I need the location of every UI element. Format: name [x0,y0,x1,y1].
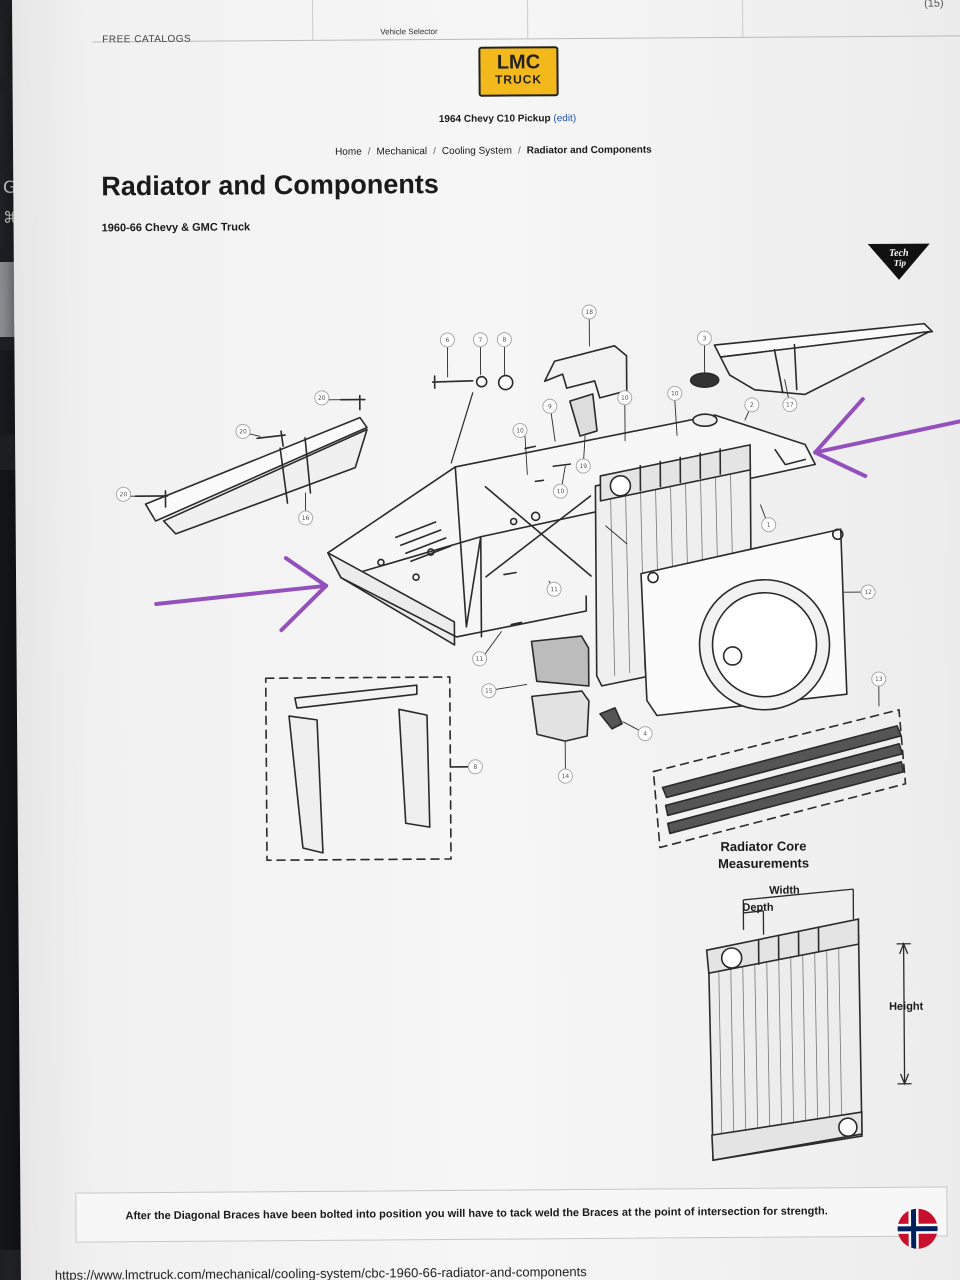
callout-bubbles: 6 7 8 18 3 10 2 17 20 20 20 16 10 9 10 1… [115,304,887,784]
callout-bubble: 8 [496,332,512,348]
tech-tip-badge[interactable]: Tech Tip [867,242,930,282]
callout-bubble: 11 [472,651,488,667]
annotation-arrowhead-left [279,556,329,633]
callout-bubble: 20 [235,423,251,439]
callout-bubble: 19 [575,458,591,474]
radiator-cap [689,372,720,427]
callout-bubble: 10 [667,385,683,401]
norway-flag-icon[interactable] [896,1208,938,1250]
callout-bubble: 14 [557,768,573,784]
annotation-arrow-right [813,419,960,455]
callout-bubble: 7 [472,332,488,348]
callout-number: 19 [579,463,587,470]
purple-annotation-arrows [154,397,960,633]
annotation-arrow-left [154,583,329,607]
callout-number: 6 [445,337,449,344]
callout-bubble: 1 [761,517,777,533]
callout-number: 10 [516,427,524,434]
depth-label: Depth [742,901,774,914]
callout-bubble: 18 [581,304,597,320]
callout-bubble: 3 [696,330,712,346]
callout-bubble: 2 [744,397,760,413]
callout-number: 4 [643,731,647,738]
radiator-support-frame [327,414,817,646]
callout-number: 20 [239,428,247,435]
callout-number: 9 [548,403,552,410]
callout-bubble: 15 [481,683,497,699]
tech-tip-text: Tip [894,258,907,268]
callout-bubble: 4 [637,726,653,742]
callout-bubble: 13 [871,671,887,687]
callout-number: 14 [562,773,570,780]
callout-number: 8 [473,764,477,771]
callout-number: 15 [485,688,493,695]
callout-number: 10 [621,395,629,402]
callout-number: 17 [786,402,794,409]
fan-shroud [640,528,848,717]
callout-number: 3 [702,335,706,342]
callout-bubble: 11 [546,581,562,597]
measurements-title: Radiator Core Measurements [718,837,809,872]
width-label: Width [769,884,800,897]
callout-number: 20 [120,491,128,498]
callout-bubble: 20 [115,486,131,502]
left-diagonal-brace [144,416,368,535]
callout-number: 7 [478,337,482,344]
drain-petcock [599,707,623,730]
callout-bubble: 16 [298,510,314,526]
callout-bubble: 10 [617,390,633,406]
callout-number: 10 [671,390,679,397]
tech-tip-text: Tech [889,248,909,259]
callout-number: 11 [550,586,558,593]
callout-number: 10 [557,488,565,495]
fasteners [134,374,572,626]
callout-number: 16 [302,515,310,522]
page-url: https://www.lmctruck.com/mechanical/cool… [54,1264,587,1280]
printed-page: (15) FREE CATALOGS Vehicle Selector LMC … [12,0,960,1280]
callout-bubble: 17 [782,397,798,413]
callout-bubble: 9 [542,398,558,414]
callout-bubble: 6 [439,332,455,348]
radiator-seal-strips [652,709,907,849]
callout-number: 20 [318,395,326,402]
lower-radiator-cushions [530,635,590,742]
callout-bubble: 10 [552,483,568,499]
callout-number: 2 [750,402,754,409]
height-label: Height [889,1000,924,1013]
callout-number: 11 [476,656,484,663]
callout-number: 12 [864,589,872,596]
callout-bubble: 20 [314,390,330,406]
callout-number: 18 [585,309,593,316]
exploded-parts-diagram: 6 7 8 18 3 10 2 17 20 20 20 16 10 9 10 1… [115,304,960,1162]
measurements-title-line: Radiator Core [720,838,807,855]
callout-number: 13 [875,676,883,683]
annotation-arrowhead-right [813,397,868,479]
measurements-title-line: Measurements [717,855,810,872]
callout-number: 8 [502,337,506,344]
callout-number: 1 [767,522,771,529]
callout-bubble: 12 [860,584,876,600]
radiator-measurement-drawing [705,888,912,1162]
callout-bubble: 8 [467,759,483,775]
callout-bubble: 10 [512,422,528,438]
radiator-baffle-set [264,676,471,862]
callout-leaders [125,317,880,775]
radiator-mount-bracket [543,345,628,437]
right-diagonal-brace [713,322,934,396]
